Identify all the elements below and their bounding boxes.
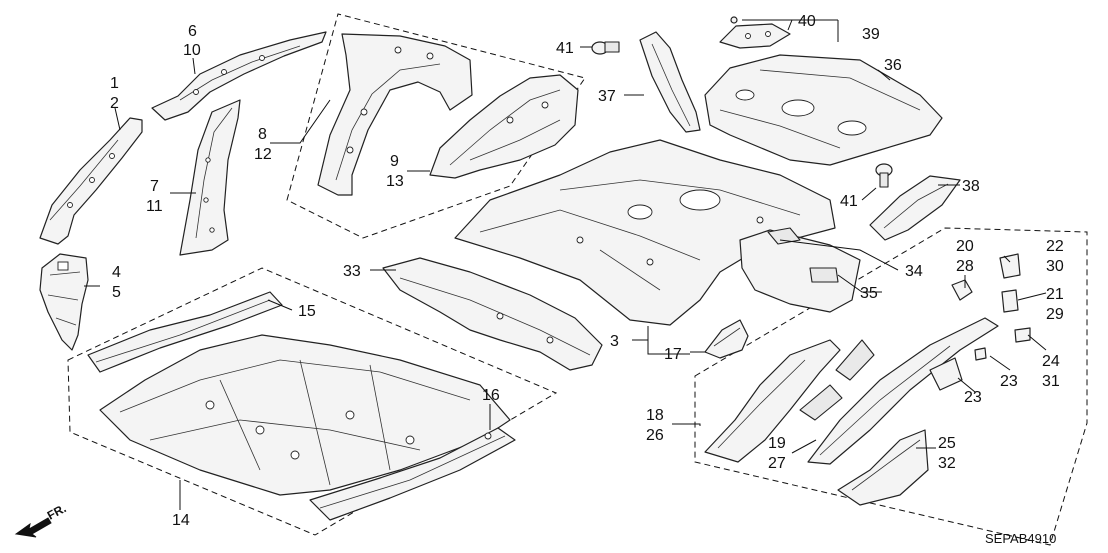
rear-crossmember-bracket-part bbox=[869, 175, 961, 241]
callout-39: 39 bbox=[862, 26, 880, 43]
callout-11: 11 bbox=[146, 198, 163, 215]
callout-29: 29 bbox=[1046, 306, 1064, 323]
callout-35: 35 bbox=[860, 285, 878, 302]
callout-10: 10 bbox=[183, 42, 201, 59]
front-floor-cross-rail-part bbox=[309, 427, 516, 521]
rear-frame-right-part bbox=[799, 317, 999, 465]
front-direction-indicator: FR. bbox=[14, 501, 68, 538]
callout-5: 5 bbox=[112, 284, 121, 301]
b-pillar-part bbox=[179, 99, 241, 256]
bolt-part-upper bbox=[591, 41, 620, 55]
callout-3: 3 bbox=[610, 333, 619, 350]
callout-6: 6 bbox=[188, 23, 197, 40]
spare-tire-tray-part bbox=[739, 227, 861, 313]
callout-26: 26 bbox=[646, 427, 664, 444]
brackets-cluster bbox=[929, 253, 1031, 391]
callout-9: 9 bbox=[390, 153, 399, 170]
callout-13: 13 bbox=[386, 173, 404, 190]
callout-38: 38 bbox=[962, 178, 980, 195]
callout-8: 8 bbox=[258, 126, 267, 143]
callout-labels: 1 2 3 4 5 6 7 8 9 10 11 12 13 14 15 16 1… bbox=[110, 13, 1064, 529]
callout-15: 15 bbox=[298, 303, 316, 320]
rear-frame-left-part bbox=[704, 339, 841, 463]
callout-21: 21 bbox=[1046, 286, 1064, 303]
callout-41-upper: 41 bbox=[556, 40, 574, 57]
callout-31: 31 bbox=[1042, 373, 1060, 390]
rear-frame-end-part bbox=[837, 429, 929, 506]
callout-16: 16 bbox=[482, 387, 500, 404]
callout-33: 33 bbox=[343, 263, 361, 280]
lower-pillar-part bbox=[39, 253, 89, 351]
rear-shelf-panel-part bbox=[704, 54, 943, 166]
callout-23-right: 23 bbox=[1000, 373, 1018, 390]
callout-41-lower: 41 bbox=[840, 193, 858, 210]
callout-18: 18 bbox=[646, 407, 664, 424]
callout-28: 28 bbox=[956, 258, 974, 275]
callout-36: 36 bbox=[884, 57, 902, 74]
callout-2: 2 bbox=[110, 95, 119, 112]
c-pillar-inner-part bbox=[317, 33, 473, 196]
callout-4: 4 bbox=[112, 264, 121, 281]
callout-1: 1 bbox=[110, 75, 119, 92]
front-floor-side-sill-part bbox=[87, 291, 283, 373]
callout-34: 34 bbox=[905, 263, 923, 280]
floor-patch-part bbox=[704, 319, 749, 359]
bolt-part-lower bbox=[875, 163, 893, 188]
rear-floor-part bbox=[454, 139, 836, 326]
diagram-code: SEPAB4910 bbox=[985, 531, 1056, 546]
tray-bracket-part bbox=[719, 16, 791, 49]
callout-30: 30 bbox=[1046, 258, 1064, 275]
callout-22: 22 bbox=[1046, 238, 1064, 255]
callout-32: 32 bbox=[938, 455, 956, 472]
callout-40: 40 bbox=[798, 13, 816, 30]
callout-27: 27 bbox=[768, 455, 786, 472]
callout-19: 19 bbox=[768, 435, 786, 452]
callout-20: 20 bbox=[956, 238, 974, 255]
callout-37: 37 bbox=[598, 88, 616, 105]
front-floor-panel-part bbox=[99, 334, 511, 496]
callout-12: 12 bbox=[254, 146, 272, 163]
callout-17: 17 bbox=[664, 346, 682, 363]
group-outline-rear-frame bbox=[694, 227, 1088, 546]
rear-floor-side-frame-part bbox=[382, 257, 603, 371]
rear-panel-brace-part bbox=[639, 31, 701, 133]
a-pillar-inner-part bbox=[39, 117, 143, 245]
roof-side-rail-part bbox=[151, 31, 327, 121]
callout-25: 25 bbox=[938, 435, 956, 452]
leader-lines bbox=[84, 19, 1047, 510]
callout-14: 14 bbox=[172, 512, 190, 529]
front-direction-arrow-icon bbox=[14, 517, 52, 538]
callout-7: 7 bbox=[150, 178, 159, 195]
wheelhouse-inner-part bbox=[429, 74, 579, 179]
callout-23-left: 23 bbox=[964, 389, 982, 406]
callout-24: 24 bbox=[1042, 353, 1060, 370]
